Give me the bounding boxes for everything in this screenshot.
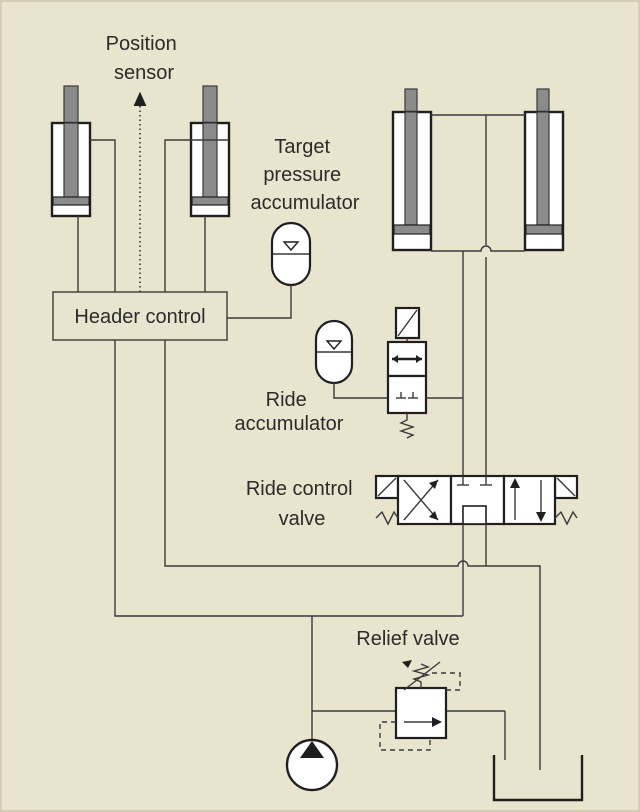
header-cylinder-right bbox=[189, 85, 231, 218]
lift-cylinder-left bbox=[391, 88, 433, 252]
target-pressure-accumulator-line2: pressure bbox=[263, 164, 341, 186]
reservoir-tank bbox=[492, 755, 584, 802]
ride-control-valve-label: Ride control valve bbox=[246, 478, 358, 530]
ride-control-valve-line2: valve bbox=[279, 508, 326, 530]
lift-cylinder-right bbox=[523, 88, 565, 252]
ride-solenoid-valve bbox=[386, 306, 428, 439]
position-sensor-label-line2: sensor bbox=[114, 62, 174, 84]
position-sensor-label: Position sensor bbox=[106, 33, 183, 84]
ride-accumulator-label: Ride accumulator bbox=[235, 389, 344, 435]
header-control-label: Header control bbox=[74, 306, 205, 328]
hydraulic-pump-symbol bbox=[285, 738, 339, 792]
relief-valve-symbol bbox=[379, 660, 461, 751]
ride-control-valve-line1: Ride control bbox=[246, 478, 353, 500]
ride-accumulator-line1: Ride bbox=[266, 389, 307, 411]
ride-accumulator-line2: accumulator bbox=[235, 413, 344, 435]
position-sensor-label-line1: Position bbox=[106, 33, 177, 55]
ride-accumulator-symbol bbox=[314, 319, 354, 385]
header-control-box bbox=[52, 291, 228, 341]
target-pressure-accumulator-line3: accumulator bbox=[251, 192, 360, 214]
relief-valve-label: Relief valve bbox=[356, 628, 459, 650]
target-pressure-accumulator-symbol bbox=[270, 221, 312, 287]
ride-control-valve-symbol bbox=[374, 474, 579, 526]
header-cylinder-left bbox=[50, 85, 92, 218]
target-pressure-accumulator-line1: Target bbox=[274, 136, 330, 158]
target-pressure-accumulator-label: Target pressure accumulator bbox=[251, 136, 360, 214]
